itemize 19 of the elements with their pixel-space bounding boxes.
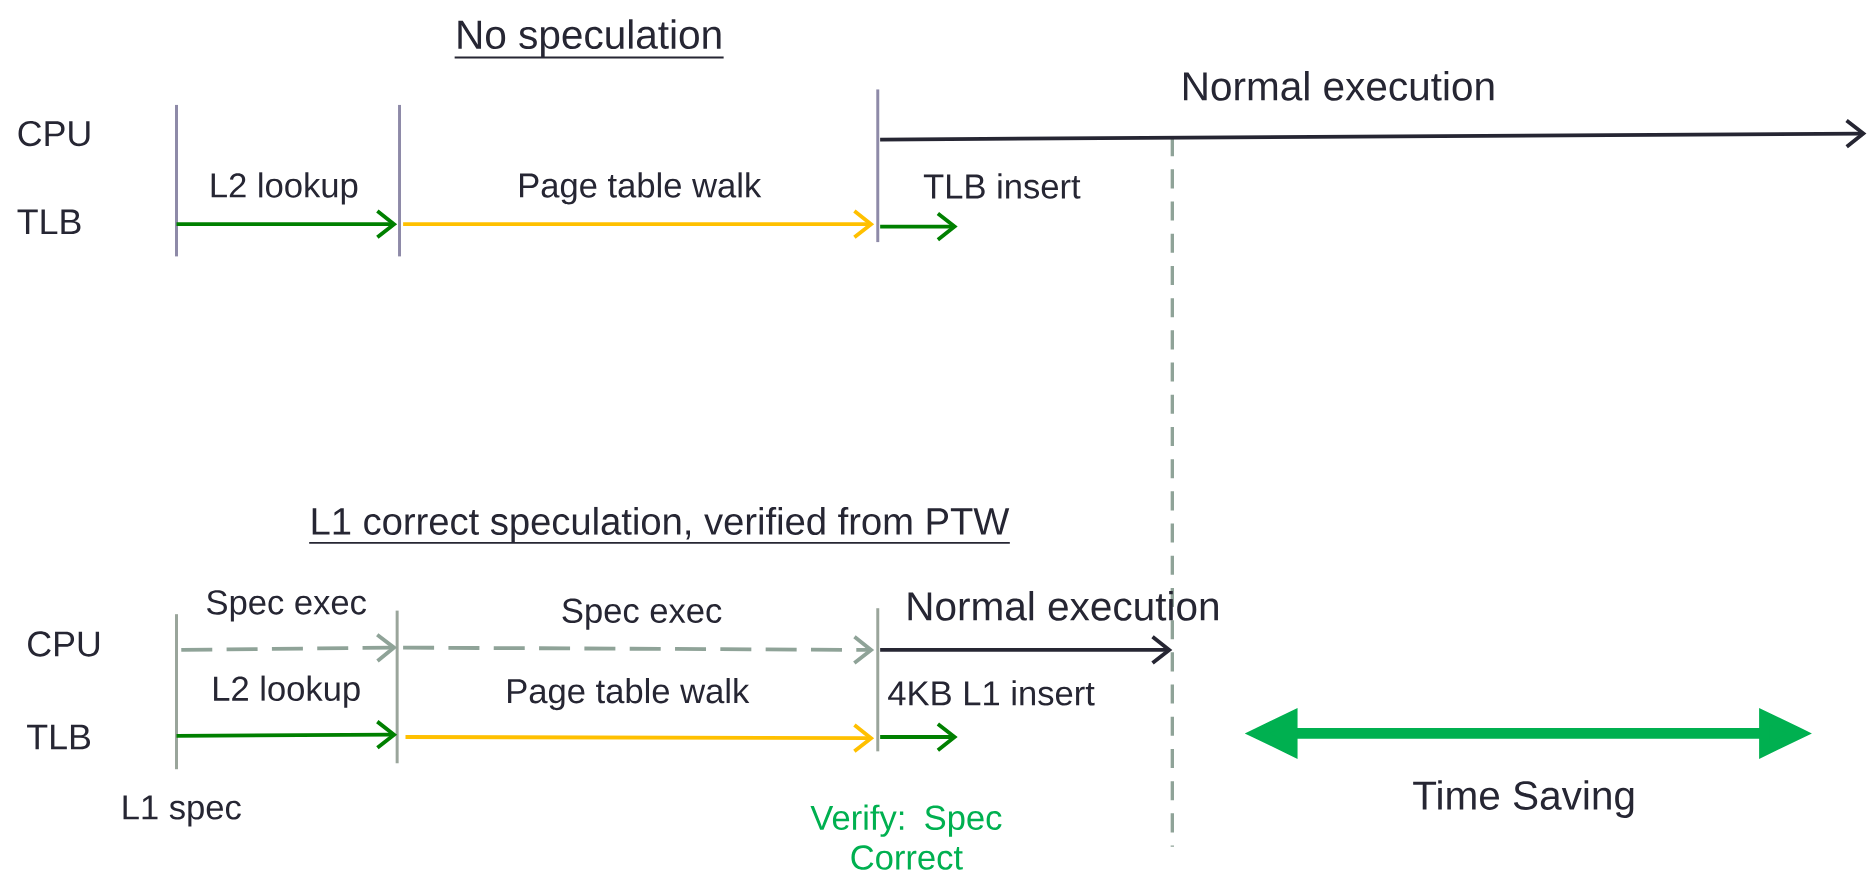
phase-label: L2 lookup <box>211 172 358 205</box>
phase-label: Spec exec <box>562 598 722 630</box>
note: L1 spec <box>123 795 241 827</box>
phase-label: Normal execution <box>1184 70 1494 101</box>
phase-label: Normal execution <box>908 590 1218 621</box>
note: Verify: Spec Correct <box>810 804 1002 870</box>
section-heading: L1 correct speculation, verified from PTW <box>308 506 1011 544</box>
phase-label: L2 lookup <box>214 675 360 708</box>
row-label: TLB <box>17 209 81 234</box>
phase-label: Spec exec <box>207 590 366 622</box>
note: Time Saving <box>1413 780 1634 818</box>
row-label: CPU <box>28 631 100 657</box>
phase-label: 4KB L1 insert <box>888 680 1095 706</box>
phase-label: TLB insert <box>923 173 1081 199</box>
phase-label: Page table walk <box>520 172 762 205</box>
section-heading: No speculation <box>453 19 725 59</box>
row-label: TLB <box>27 724 90 750</box>
row-label: CPU <box>18 120 90 147</box>
phase-label: Page table walk <box>508 677 750 711</box>
